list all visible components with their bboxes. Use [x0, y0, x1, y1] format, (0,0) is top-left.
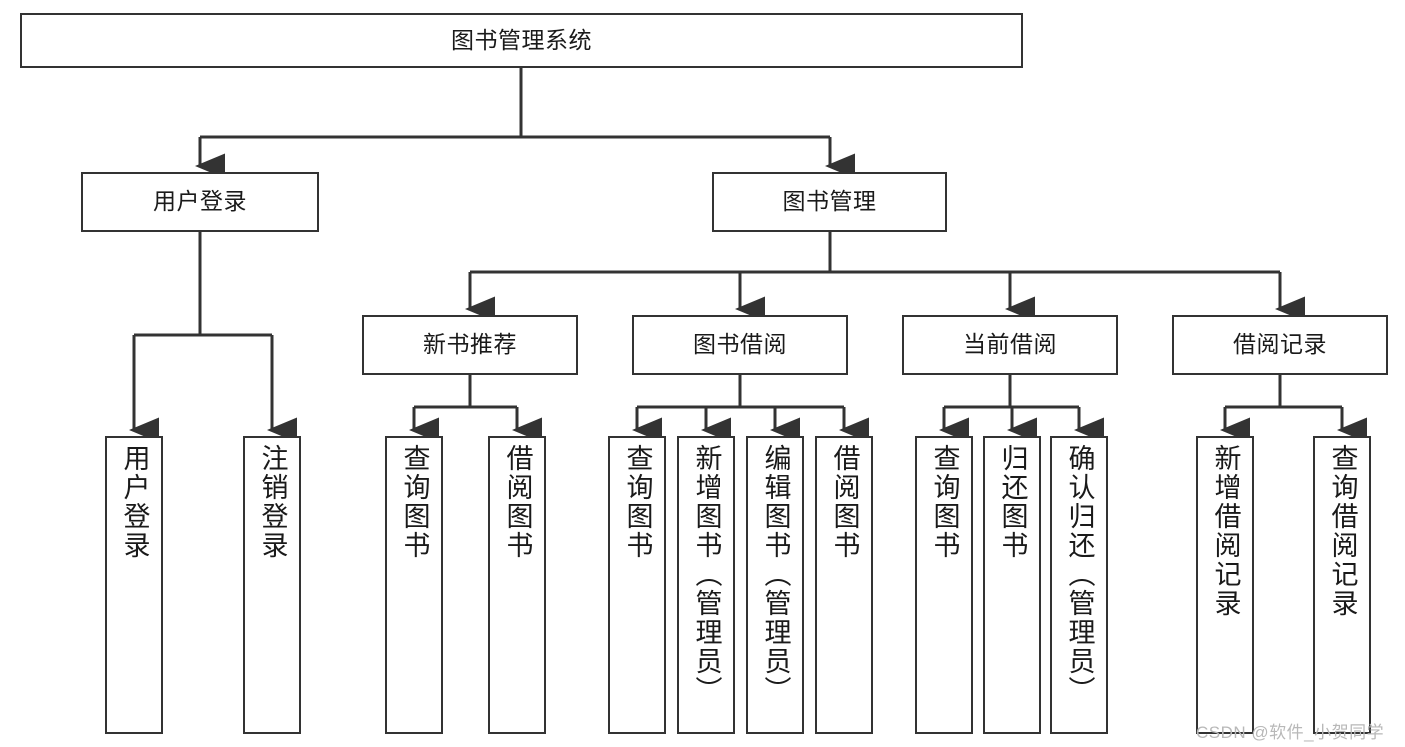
node-leaf-add-record[interactable]: 新增借阅记录 [1196, 436, 1254, 734]
node-leaf-query-record-label: 查询借阅记录 [1327, 444, 1358, 618]
node-user-login[interactable]: 用户登录 [81, 172, 319, 232]
node-leaf-add-record-label: 新增借阅记录 [1210, 444, 1241, 618]
node-leaf-edit-book[interactable]: 编辑图书（管理员） [746, 436, 804, 734]
node-leaf-borrow-book-2[interactable]: 借阅图书 [815, 436, 873, 734]
node-root[interactable]: 图书管理系统 [20, 13, 1023, 68]
node-leaf-confirm-return-label: 确认归还（管理员） [1064, 444, 1095, 705]
node-new-book-rec-label: 新书推荐 [423, 331, 517, 358]
watermark: CSDN @软件_小贺同学 [1196, 723, 1385, 742]
node-leaf-query-book-2-label: 查询图书 [622, 444, 653, 560]
node-borrow-record[interactable]: 借阅记录 [1172, 315, 1388, 375]
node-leaf-edit-book-label: 编辑图书（管理员） [760, 444, 791, 705]
node-leaf-query-record[interactable]: 查询借阅记录 [1313, 436, 1371, 734]
node-leaf-return-book-label: 归还图书 [997, 444, 1028, 560]
node-root-label: 图书管理系统 [451, 26, 592, 53]
node-leaf-return-book[interactable]: 归还图书 [983, 436, 1041, 734]
node-book-borrow[interactable]: 图书借阅 [632, 315, 848, 375]
node-leaf-user-login[interactable]: 用户登录 [105, 436, 163, 734]
node-leaf-query-book-2[interactable]: 查询图书 [608, 436, 666, 734]
node-leaf-user-login-label: 用户登录 [119, 444, 150, 560]
node-leaf-add-book-label: 新增图书（管理员） [691, 444, 722, 705]
node-book-manage[interactable]: 图书管理 [712, 172, 947, 232]
node-leaf-add-book[interactable]: 新增图书（管理员） [677, 436, 735, 734]
node-leaf-user-logout-label: 注销登录 [257, 444, 288, 560]
node-leaf-confirm-return[interactable]: 确认归还（管理员） [1050, 436, 1108, 734]
node-leaf-query-book-1-label: 查询图书 [399, 444, 430, 560]
node-leaf-borrow-book-1[interactable]: 借阅图书 [488, 436, 546, 734]
node-current-borrow-label: 当前借阅 [963, 331, 1057, 358]
node-leaf-query-book-3-label: 查询图书 [929, 444, 960, 560]
node-borrow-record-label: 借阅记录 [1233, 331, 1327, 358]
node-leaf-query-book-1[interactable]: 查询图书 [385, 436, 443, 734]
node-leaf-query-book-3[interactable]: 查询图书 [915, 436, 973, 734]
node-current-borrow[interactable]: 当前借阅 [902, 315, 1118, 375]
node-leaf-borrow-book-2-label: 借阅图书 [829, 444, 860, 560]
node-user-login-label: 用户登录 [153, 188, 247, 215]
node-book-manage-label: 图书管理 [782, 188, 877, 215]
node-leaf-user-logout[interactable]: 注销登录 [243, 436, 301, 734]
node-new-book-rec[interactable]: 新书推荐 [362, 315, 578, 375]
node-leaf-borrow-book-1-label: 借阅图书 [502, 444, 533, 560]
node-book-borrow-label: 图书借阅 [693, 331, 787, 358]
